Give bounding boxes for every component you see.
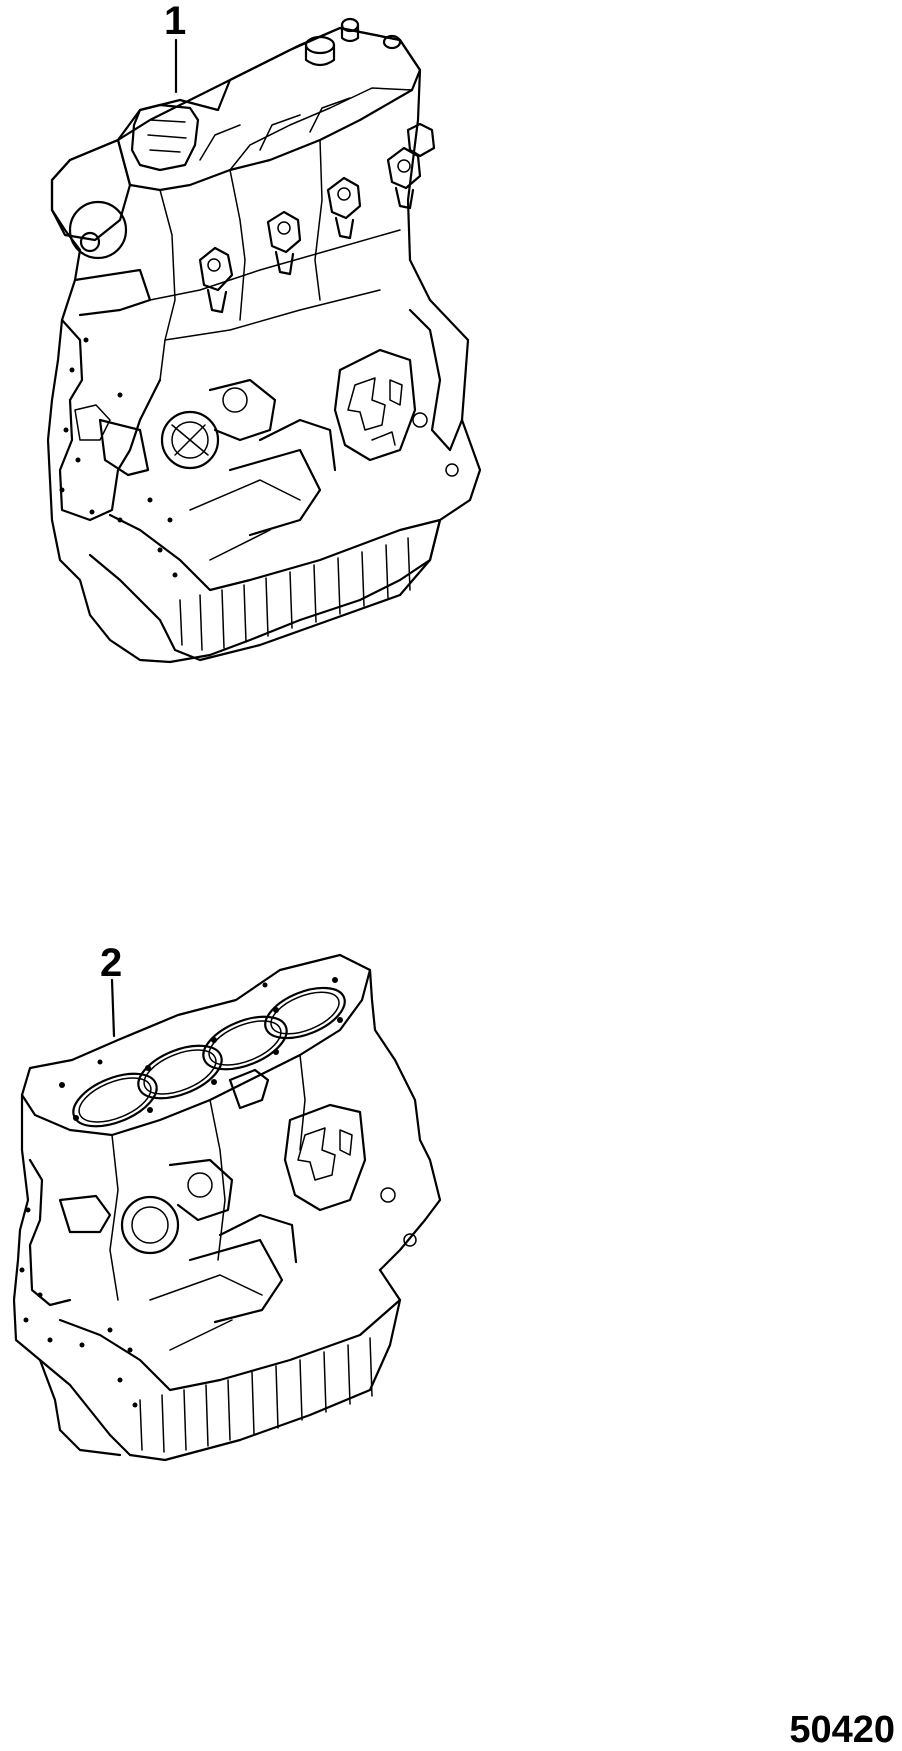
oil-filler-cap bbox=[130, 103, 200, 172]
engine-outline bbox=[46, 26, 482, 664]
cylinder-deck bbox=[20, 953, 372, 1137]
short-block-illustration bbox=[12, 953, 442, 1462]
valve-cover bbox=[116, 26, 422, 192]
callout-2-number: 2 bbox=[100, 941, 122, 985]
figure-id: 50420 bbox=[789, 1709, 895, 1751]
alternator bbox=[160, 410, 220, 470]
pulley bbox=[68, 200, 128, 260]
injectors bbox=[198, 122, 436, 314]
cylinder-bores bbox=[72, 986, 346, 1128]
engine-assembly-illustration bbox=[46, 17, 482, 664]
oil-filter-housing bbox=[333, 348, 417, 462]
callout-1-number: 1 bbox=[164, 0, 186, 43]
callout-2-leader bbox=[110, 978, 116, 1038]
